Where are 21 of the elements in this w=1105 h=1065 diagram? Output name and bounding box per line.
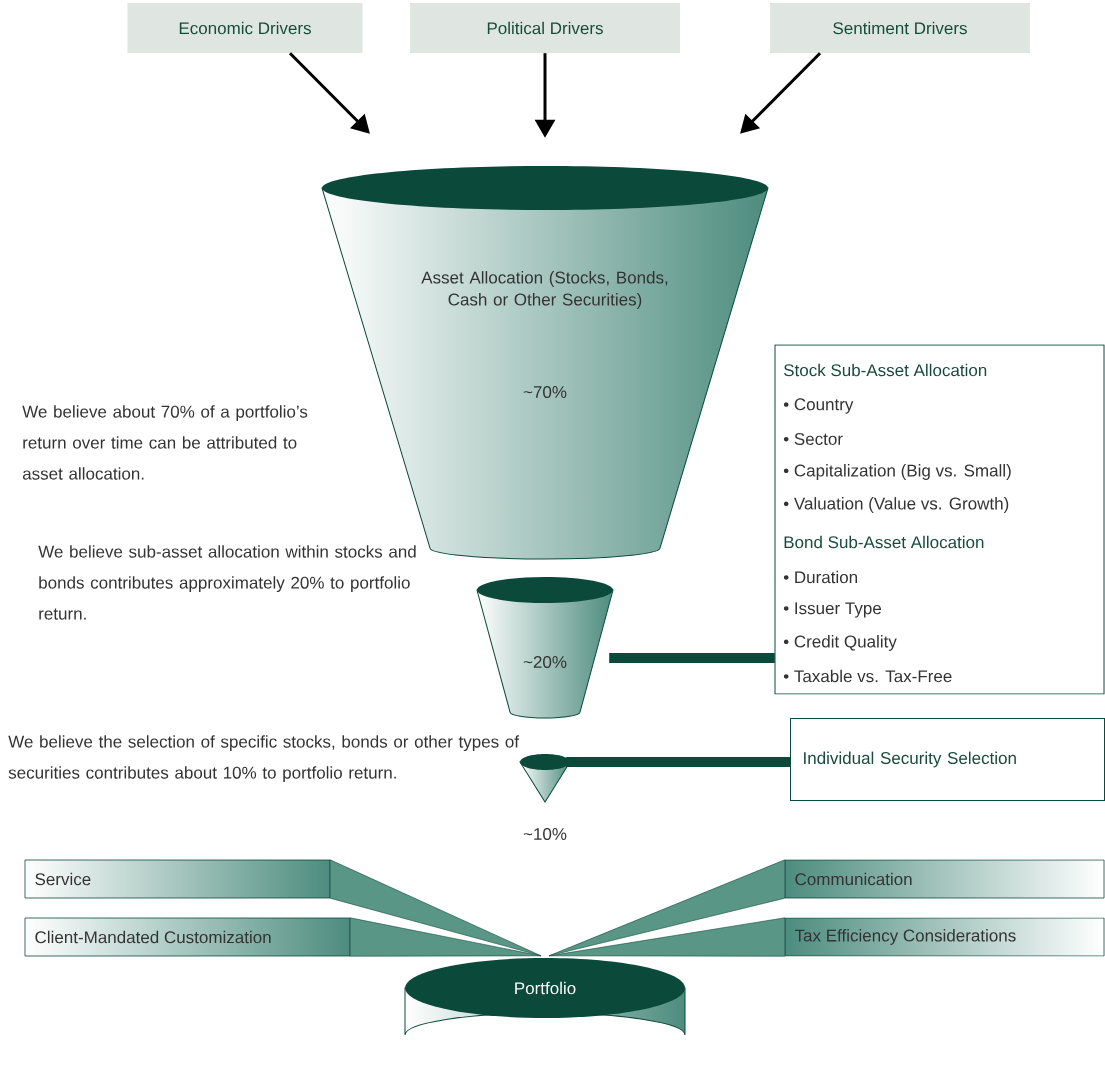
arrow: [288, 52, 370, 134]
percentage-label: ~10%: [523, 828, 567, 841]
cylinder: Portfolio: [404, 958, 686, 1036]
band: Communication: [784, 859, 1105, 899]
band: Client-Mandated Customization: [24, 917, 351, 957]
driver-box: Political Drivers: [410, 3, 680, 53]
tapered-connector: [548, 917, 786, 957]
band: Service: [24, 859, 331, 899]
tapered-connector: [349, 917, 542, 957]
driver-box: Economic Drivers: [127, 3, 363, 53]
band: Tax Efficiency Considerations: [784, 917, 1105, 957]
funnel-drawing: ~20%: [476, 577, 614, 719]
connector-bar: [566, 757, 790, 767]
driver-box: Sentiment Drivers: [770, 3, 1030, 53]
info-box: Stock Sub-Asset Allocation • Country • Sector • Capitalization (Big vs. Small) • Valuation (Value vs. Growth) Bond Sub-Asset Allocation • Duration • Issuer Type • Credit Quality • Taxable vs. Tax-Free: [774, 344, 1105, 695]
tapered-connector: [548, 859, 786, 957]
arrow: [740, 52, 822, 134]
note: We believe the selection of specific stocks, bonds or other types of securities contributes about 10% to portfolio return.: [8, 735, 520, 783]
connector-bar: [609, 653, 775, 663]
tapered-connector: [329, 859, 542, 957]
info-box: Individual Security Selection: [790, 718, 1105, 801]
